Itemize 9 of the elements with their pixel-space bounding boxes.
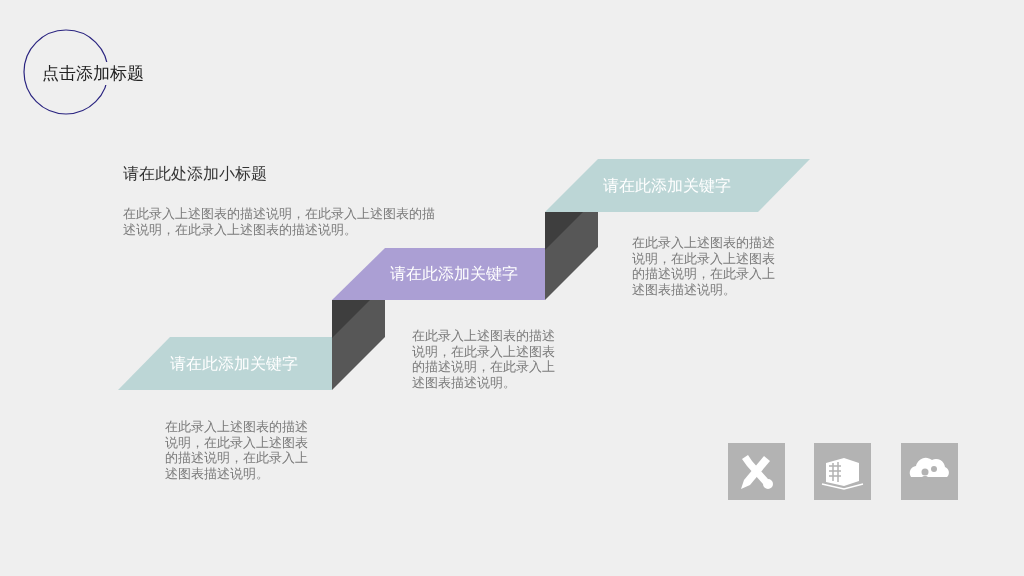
keyword-text: 请在此添加关键字 [603,175,731,196]
description-text: 在此录入上述图表的描述说明，在此录入上述图表的描述说明，在此录入上述图表描述说明。 [165,419,309,481]
description-text: 在此录入上述图表的描述说明，在此录入上述图表的描述说明，在此录入上述图表的描述说明。 [123,206,436,238]
description-text: 在此录入上述图表的描述说明，在此录入上述图表的描述说明，在此录入上述图表描述说明。 [412,328,556,390]
keyword-text: 请在此添加关键字 [170,353,298,374]
title: 点击添加标题 [40,62,146,85]
subtitle: 请在此处添加小标题 [123,166,268,182]
keyword-text: 请在此添加关键字 [390,264,518,284]
description-text: 在此录入上述图表的描述说明，在此录入上述图表的描述说明，在此录入上述图表描述说明。 [632,235,776,297]
